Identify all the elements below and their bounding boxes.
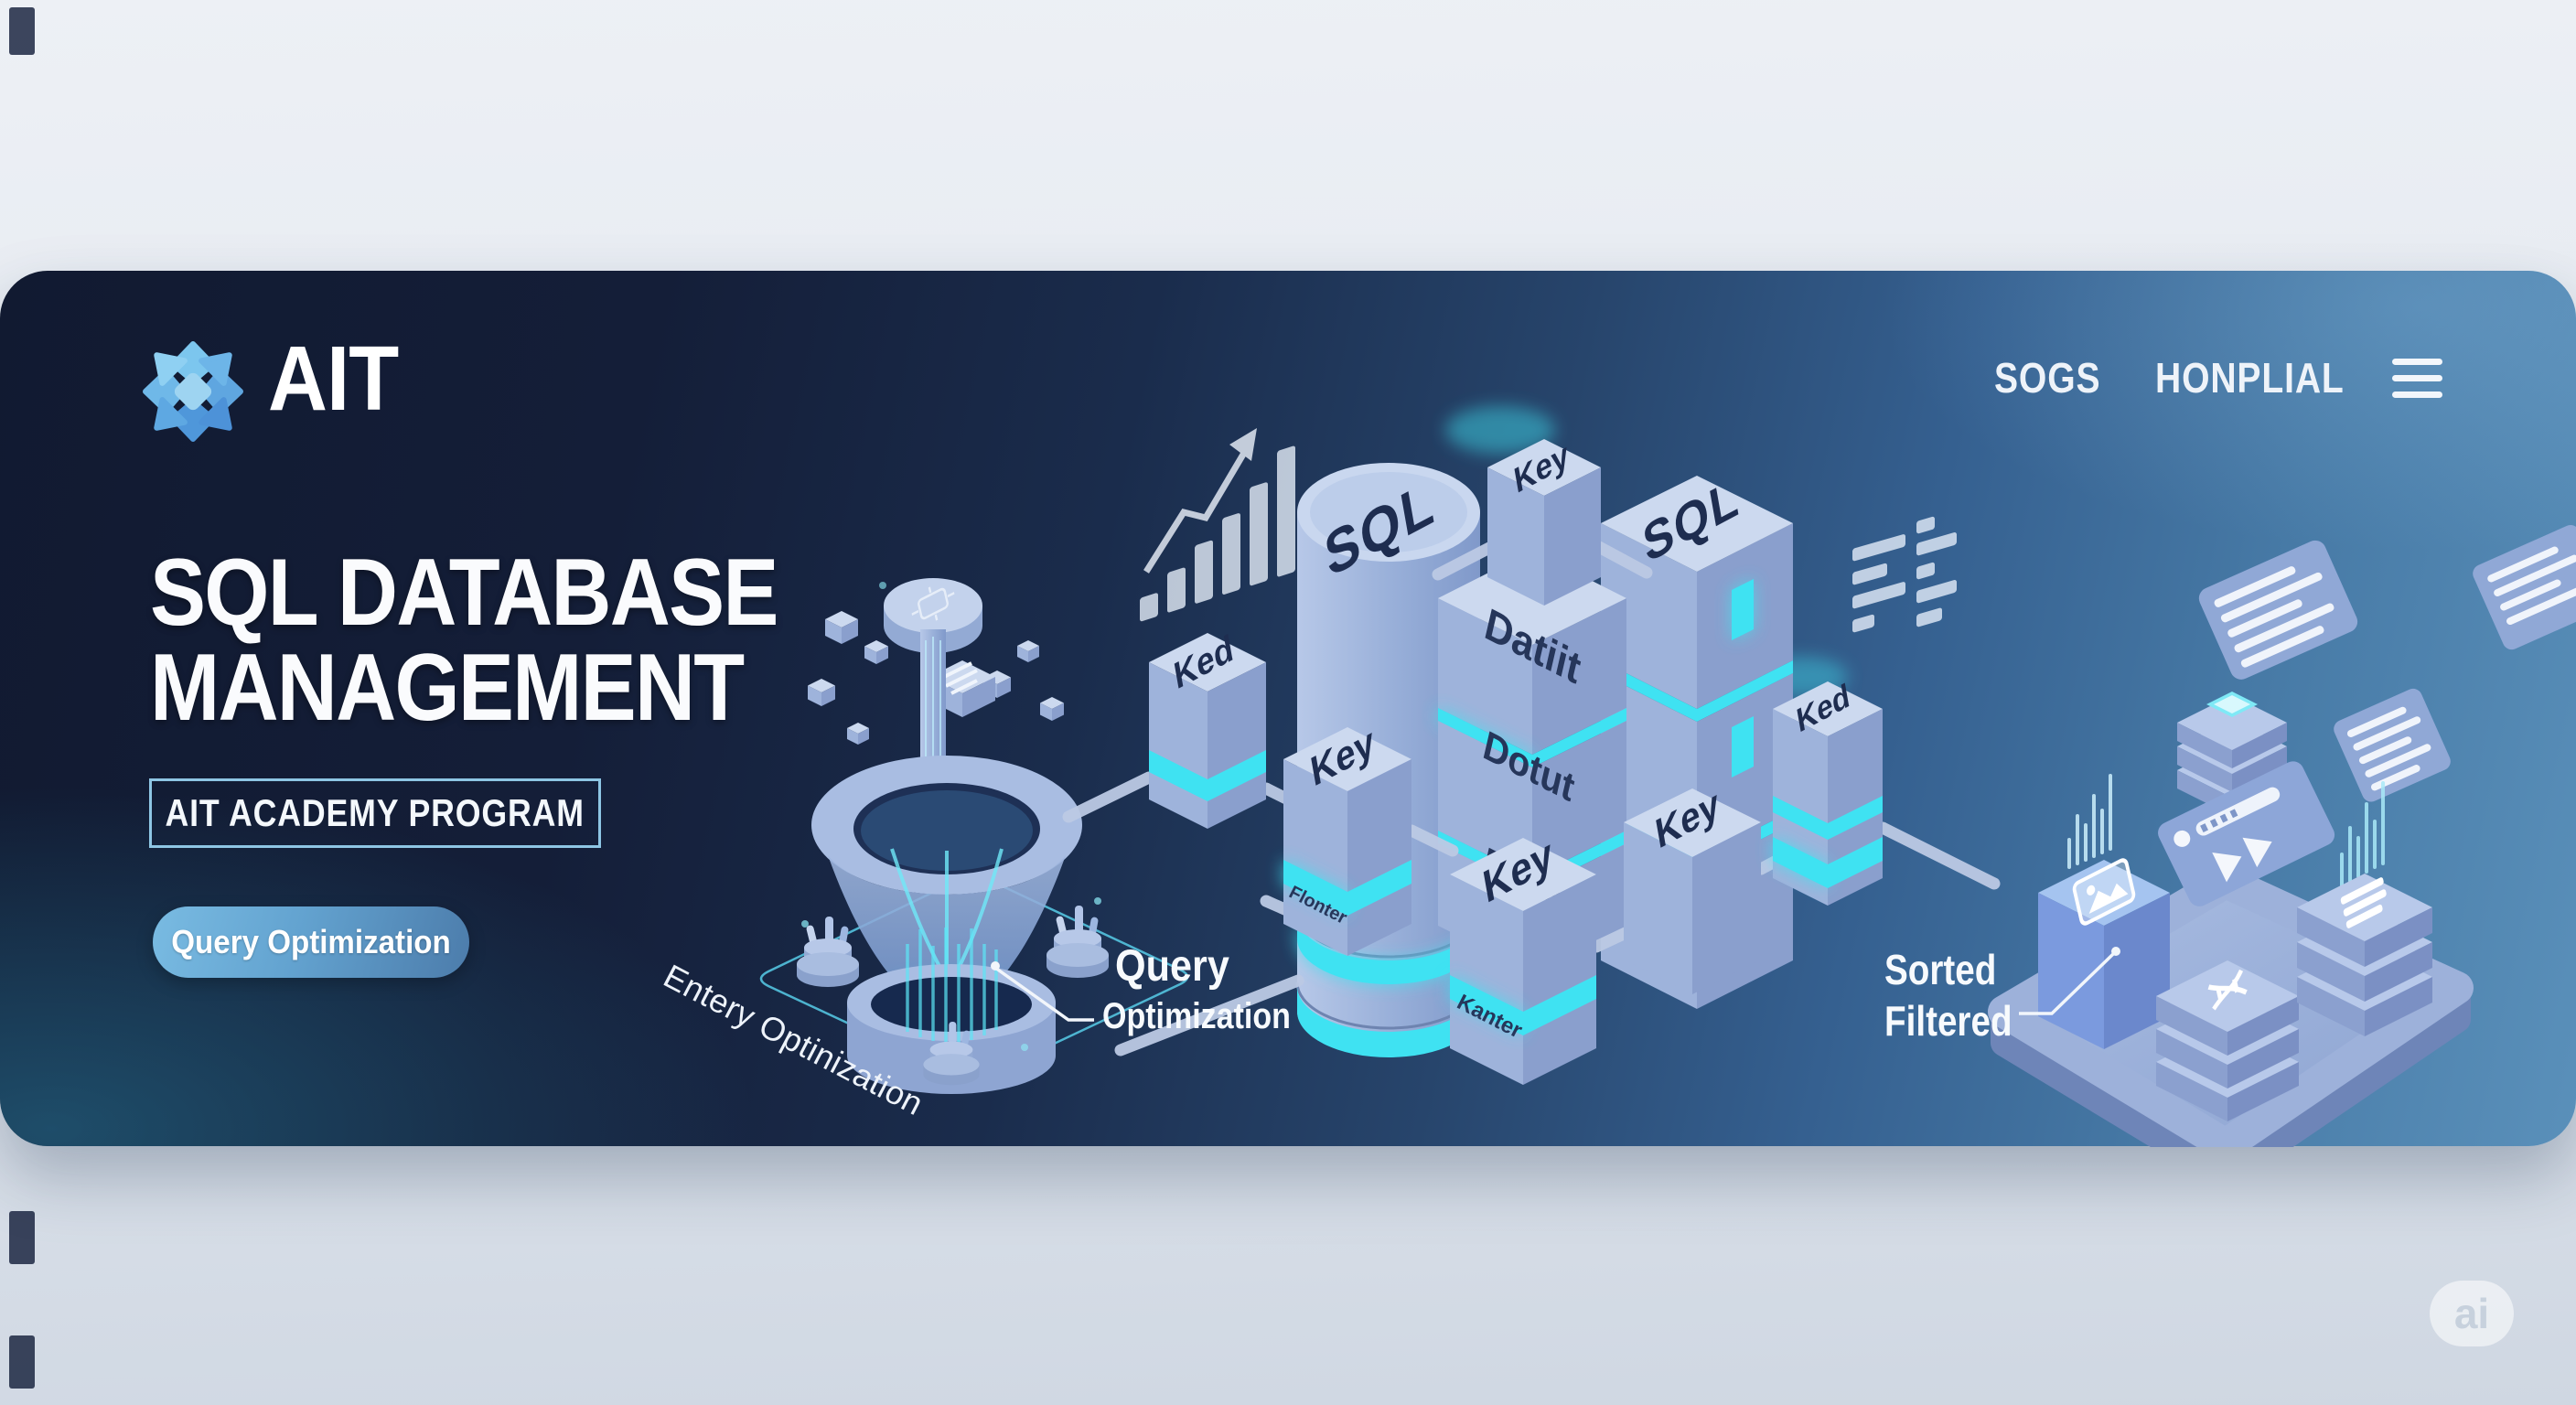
key-cube-mid: Key Flonter (1283, 719, 1411, 956)
image-icon (2072, 858, 2136, 926)
key-cube-top: Key (1487, 434, 1601, 606)
floating-panel (2473, 524, 2576, 650)
program-badge: AIT ACADEMY PROGRAM (149, 778, 601, 848)
floating-cubes (808, 611, 1064, 745)
pedestal (797, 906, 1109, 1086)
growth-chart-icon (1140, 428, 1295, 622)
data-bars-icon (1852, 516, 1957, 633)
ked-cube-right: Ked (1773, 677, 1883, 906)
toolbar-panel (2158, 761, 2335, 906)
brand-name[interactable]: AIT (268, 327, 399, 430)
floating-panel (2198, 540, 2358, 680)
platform-cube (2038, 858, 2170, 1049)
dna-icon (2207, 969, 2248, 1011)
key-cube-right: Key (1624, 781, 1761, 994)
platform-illustration (1988, 524, 2576, 1147)
page-title: SQL DATABASE MANAGEMENT (150, 540, 778, 741)
platform-stack-center (2156, 960, 2299, 1121)
list-icon (2340, 877, 2387, 928)
platform-callout-label: Sorted Filtered (1884, 946, 2012, 1046)
platform-stack-right (2297, 874, 2432, 1036)
corner-mark (9, 1335, 35, 1389)
corner-mark (9, 1211, 35, 1264)
funnel-callout-label: Query Optimization (1102, 942, 1291, 1036)
connector-pipes (1062, 541, 2001, 1056)
glow-streaks (2067, 774, 2385, 887)
nav-item-honplial[interactable]: HONPLIAL (2155, 354, 2345, 402)
ait-logo-icon[interactable] (142, 340, 244, 443)
slab-stack-small (2177, 692, 2287, 816)
callout-lines (991, 947, 2120, 1022)
ai-watermark: ai (2430, 1281, 2514, 1346)
floating-panel (2334, 688, 2451, 802)
isometric-illustration: SQL SQL (759, 406, 2576, 1147)
ked-cube-left: Ked (1149, 627, 1266, 829)
funnel-illustration (759, 578, 1189, 1094)
corner-mark (9, 7, 35, 55)
key-cube-bottom: Key Kanter (1450, 829, 1596, 1085)
database-stack-center: Datiit Dotut Rrtber (1438, 551, 1626, 972)
hero-card (0, 271, 2576, 1146)
query-optimization-button[interactable]: Query Optimization (153, 906, 469, 978)
hamburger-menu-icon[interactable] (2392, 359, 2442, 408)
nav-item-sogs[interactable]: SOGS (1994, 354, 2101, 402)
